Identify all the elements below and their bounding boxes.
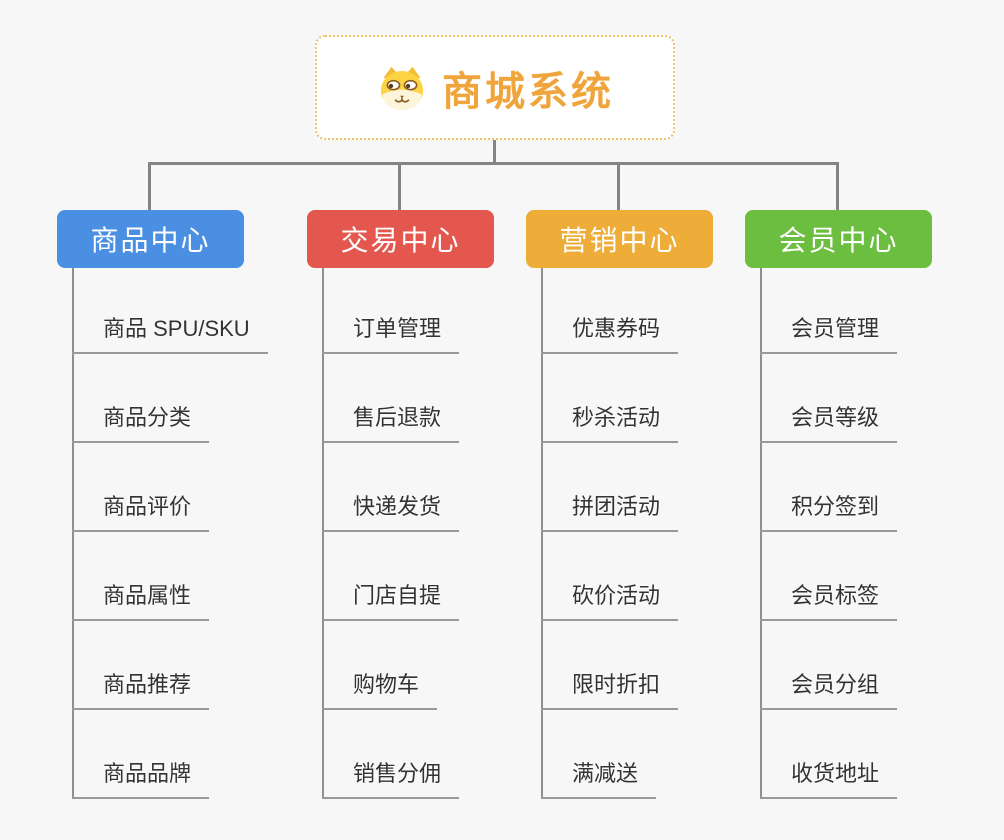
branch-node-marketing-center[interactable]: 营销中心 xyxy=(526,210,713,268)
leaf-node[interactable]: 会员等级 xyxy=(760,400,898,443)
branch-drop-connector xyxy=(617,162,620,210)
leaf-node[interactable]: 商品评价 xyxy=(72,489,210,532)
leaf-node[interactable]: 购物车 xyxy=(322,667,438,710)
leaf-node[interactable]: 销售分佣 xyxy=(322,756,460,799)
branch-leaves-product-center: 商品 SPU/SKU 商品分类 商品评价 商品属性 商品推荐 商品品牌 xyxy=(72,265,268,799)
branch-spine xyxy=(541,268,543,799)
leaf-node[interactable]: 砍价活动 xyxy=(541,578,679,621)
branch-bus-connector xyxy=(148,162,839,165)
branch-drop-connector xyxy=(398,162,401,210)
leaf-node[interactable]: 会员管理 xyxy=(760,311,898,354)
branch-node-product-center[interactable]: 商品中心 xyxy=(57,210,244,268)
branch-drop-connector xyxy=(836,162,839,210)
leaf-node[interactable]: 收货地址 xyxy=(760,756,898,799)
dog-face-icon xyxy=(380,66,424,110)
branch-label: 交易中心 xyxy=(340,225,461,256)
branch-leaves-member-center: 会员管理 会员等级 积分签到 会员标签 会员分组 收货地址 xyxy=(760,265,898,799)
leaf-node[interactable]: 商品品牌 xyxy=(72,756,210,799)
branch-label: 会员中心 xyxy=(778,225,899,256)
leaf-node[interactable]: 拼团活动 xyxy=(541,489,679,532)
leaf-node[interactable]: 会员标签 xyxy=(760,578,898,621)
branch-label: 商品中心 xyxy=(90,225,211,256)
leaf-node[interactable]: 秒杀活动 xyxy=(541,400,679,443)
leaf-node[interactable]: 门店自提 xyxy=(322,578,460,621)
leaf-node[interactable]: 商品 SPU/SKU xyxy=(72,311,268,354)
branch-spine xyxy=(760,268,762,799)
branch-label: 营销中心 xyxy=(559,225,680,256)
branch-leaves-marketing-center: 优惠券码 秒杀活动 拼团活动 砍价活动 限时折扣 满减送 xyxy=(541,265,679,799)
leaf-node[interactable]: 商品属性 xyxy=(72,578,210,621)
leaf-node[interactable]: 售后退款 xyxy=(322,400,460,443)
leaf-node[interactable]: 限时折扣 xyxy=(541,667,679,710)
leaf-node[interactable]: 商品分类 xyxy=(72,400,210,443)
branch-spine xyxy=(72,268,74,799)
leaf-node[interactable]: 会员分组 xyxy=(760,667,898,710)
root-stem-connector xyxy=(493,140,496,165)
leaf-node[interactable]: 满减送 xyxy=(541,756,657,799)
root-title: 商城系统 xyxy=(442,69,614,114)
branch-node-member-center[interactable]: 会员中心 xyxy=(745,210,932,268)
leaf-node[interactable]: 优惠券码 xyxy=(541,311,679,354)
branch-node-trade-center[interactable]: 交易中心 xyxy=(307,210,494,268)
leaf-node[interactable]: 商品推荐 xyxy=(72,667,210,710)
branch-leaves-trade-center: 订单管理 售后退款 快递发货 门店自提 购物车 销售分佣 xyxy=(322,265,460,799)
root-node[interactable]: 商城系统 xyxy=(315,35,675,140)
leaf-node[interactable]: 快递发货 xyxy=(322,489,460,532)
leaf-node[interactable]: 订单管理 xyxy=(322,311,460,354)
branch-drop-connector xyxy=(148,162,151,210)
leaf-node[interactable]: 积分签到 xyxy=(760,489,898,532)
branch-spine xyxy=(322,268,324,799)
